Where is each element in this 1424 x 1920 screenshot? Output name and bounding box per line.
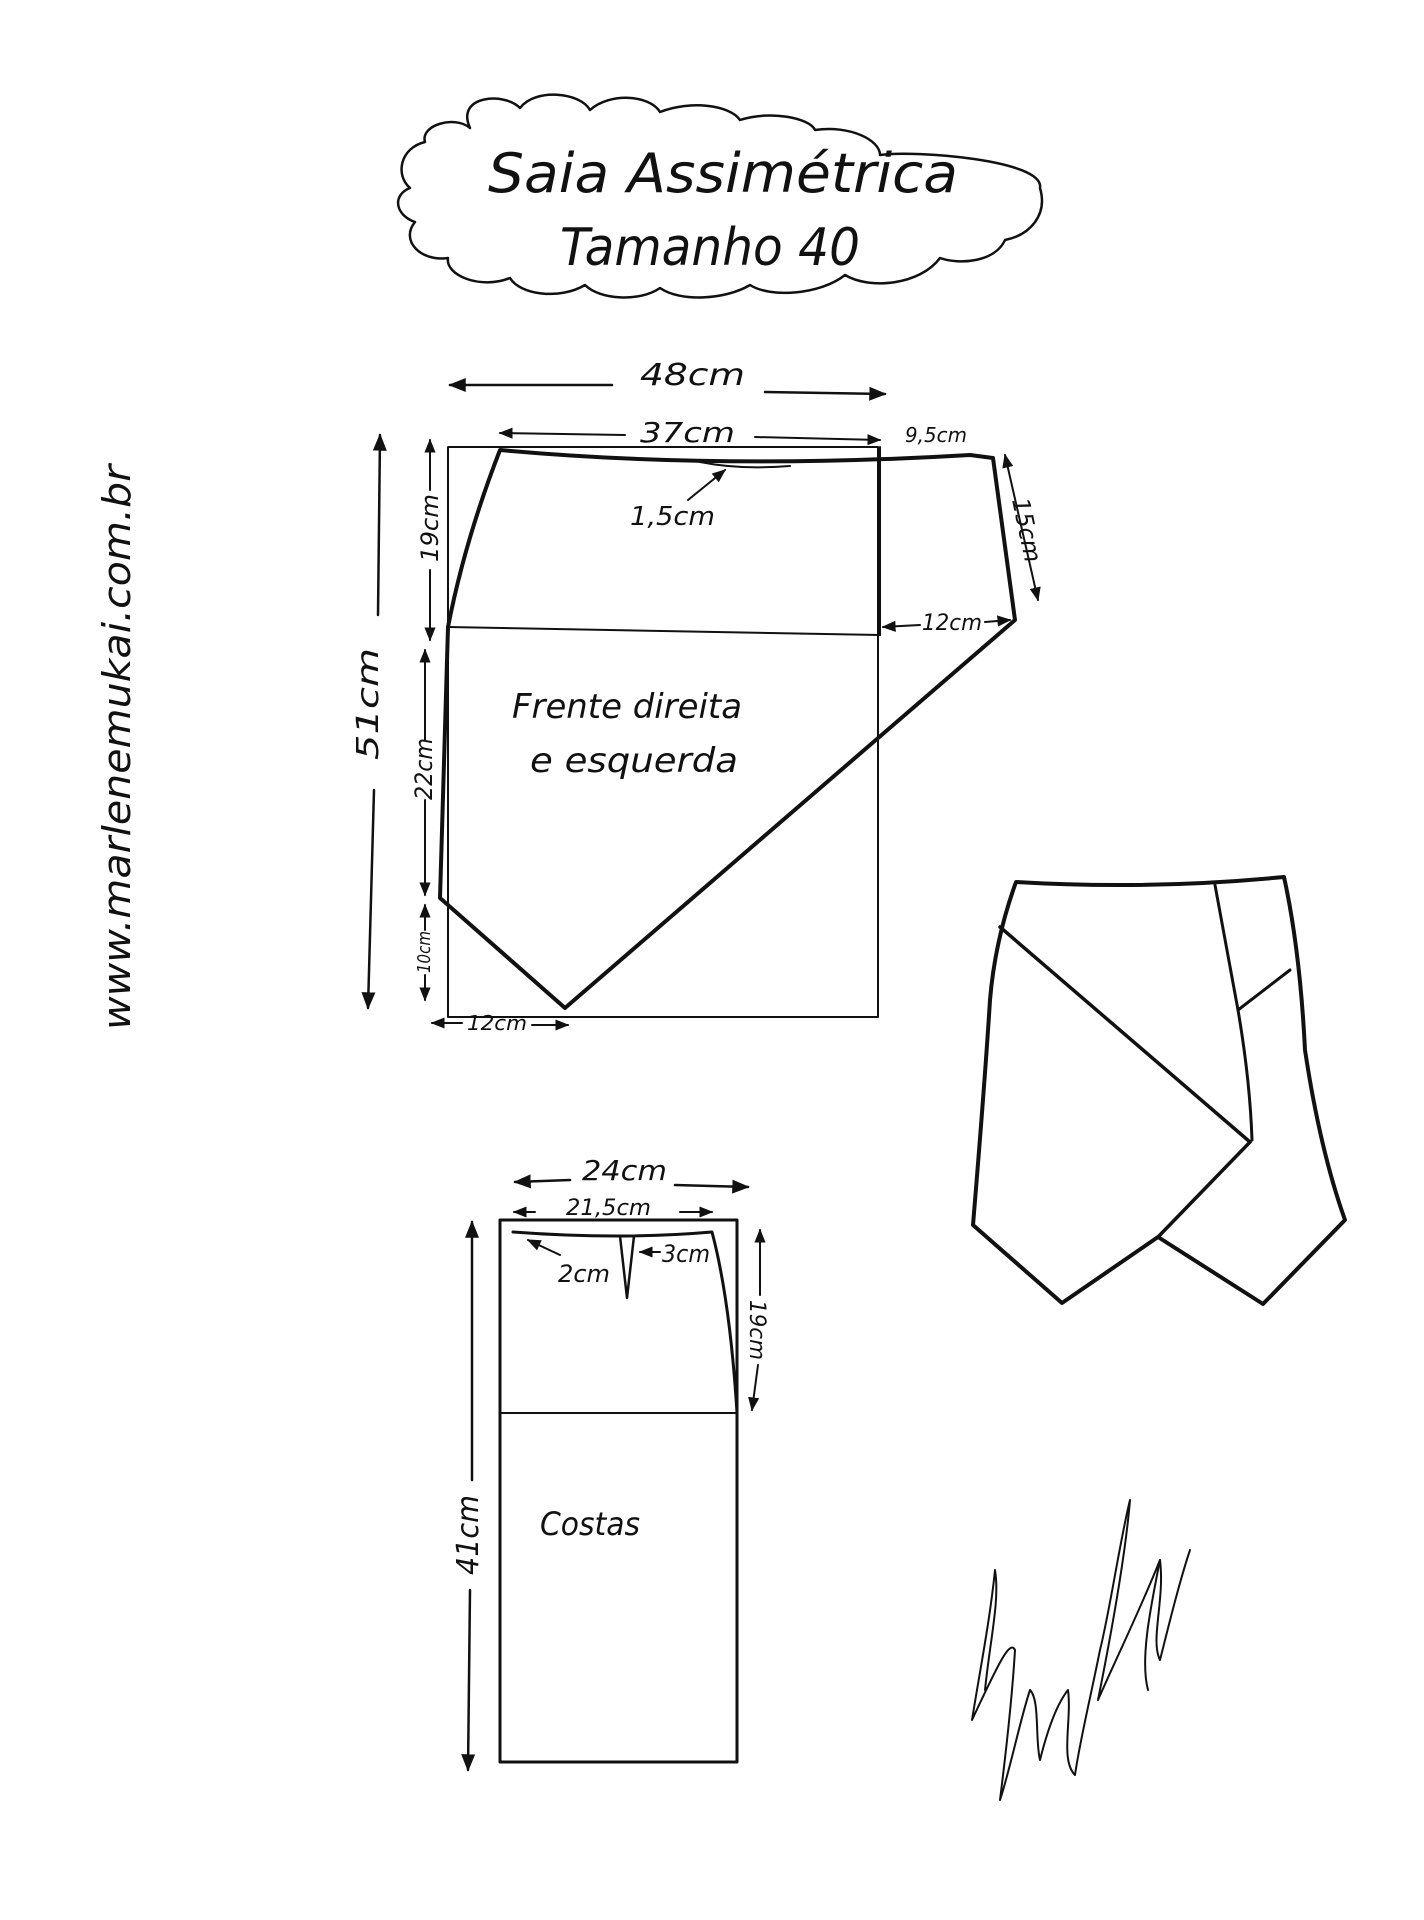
front-label-line1: Frente direita <box>512 687 742 727</box>
back-dim-2-arrow <box>526 1239 561 1256</box>
back-label: Costas <box>540 1505 640 1543</box>
title-line2: Tamanho 40 <box>560 218 860 278</box>
front-dim-12-arrow-left <box>881 620 921 632</box>
front-reference-rect <box>447 446 879 1018</box>
front-dim-total-length: 51cm <box>351 648 386 760</box>
back-piece-outline <box>498 1218 739 1764</box>
back-dim-total-length: 41cm <box>451 1495 486 1575</box>
cloud-outline <box>397 93 1043 299</box>
signature-stroke-2 <box>1144 1559 1161 1691</box>
front-dim-12-arrow-right <box>984 615 1012 627</box>
front-dim-37-arrow-right <box>754 434 882 446</box>
front-dim-hip-depth: 19cm <box>416 494 444 562</box>
front-dim-waist-rise: 1,5cm <box>630 502 715 532</box>
front-dim-waist: 37cm <box>640 416 735 449</box>
skirt-sketch-side-seam <box>1213 883 1240 1012</box>
front-dim-point-offset: 12cm <box>467 1011 527 1035</box>
front-dim-side-slant: 15cm <box>1006 495 1047 564</box>
back-dim-24-arrow-right <box>673 1179 750 1194</box>
back-dim-19-arrow-bottom <box>748 1364 760 1412</box>
back-dim-dart-left: 2cm <box>558 1260 610 1288</box>
front-dim-total-width: 48cm <box>640 358 745 393</box>
front-dim-point-height: 10cm <box>414 931 435 973</box>
website-text: www.marlenemukai.com.br <box>95 462 139 1030</box>
front-dim-37-arrow-left <box>498 427 626 439</box>
front-dim-hip-extension: 12cm <box>922 611 982 636</box>
front-dim-51-arrow-top <box>372 433 387 617</box>
skirt-sketch-hip-seam <box>1236 968 1292 1012</box>
back-waist-curve <box>511 1230 739 1415</box>
back-dim-24-arrow-left <box>513 1174 572 1189</box>
skirt-sketch-lower-seam <box>1236 1008 1254 1142</box>
back-dim-total-width: 24cm <box>582 1154 667 1187</box>
finished-skirt-sketch <box>971 875 1347 1306</box>
back-dart <box>618 1234 636 1300</box>
skirt-sketch-outline <box>971 875 1347 1306</box>
front-waist-curve <box>699 461 791 469</box>
skirt-sketch-wrap-diagonal <box>998 925 1252 1144</box>
front-piece-outline <box>438 448 1017 1010</box>
signature-stroke <box>971 1499 1191 1801</box>
signature <box>971 1499 1191 1801</box>
back-dim-hip-depth: 19cm <box>744 1300 769 1360</box>
back-dim-dart-right: 3cm <box>662 1240 710 1268</box>
back-dim-waist: 21,5cm <box>566 1196 651 1221</box>
front-label-line2: e esquerda <box>530 741 738 781</box>
title-cloud: Saia Assimétrica Tamanho 40 <box>397 93 1043 299</box>
front-dim-48-arrow-right <box>763 386 887 401</box>
back-dim-41-arrow-bottom <box>461 1588 476 1772</box>
title-line1: Saia Assimétrica <box>488 142 958 205</box>
front-dim-1-5-arrow <box>687 469 727 501</box>
front-hip-line <box>447 626 881 636</box>
front-dim-mid-length: 22cm <box>410 738 438 800</box>
front-piece: Frente direita e esquerda 48cm 37cm 9,5c… <box>351 358 1047 1035</box>
back-piece: Costas 24cm 21,5cm 2cm 3cm 19cm 41cm <box>451 1154 769 1772</box>
front-dim-right-extension: 9,5cm <box>905 423 967 447</box>
skirt-sketch-under-edge <box>1156 1140 1252 1239</box>
front-dim-51-arrow-bottom <box>361 788 376 1010</box>
front-dim-15-arrow <box>1002 453 1041 602</box>
